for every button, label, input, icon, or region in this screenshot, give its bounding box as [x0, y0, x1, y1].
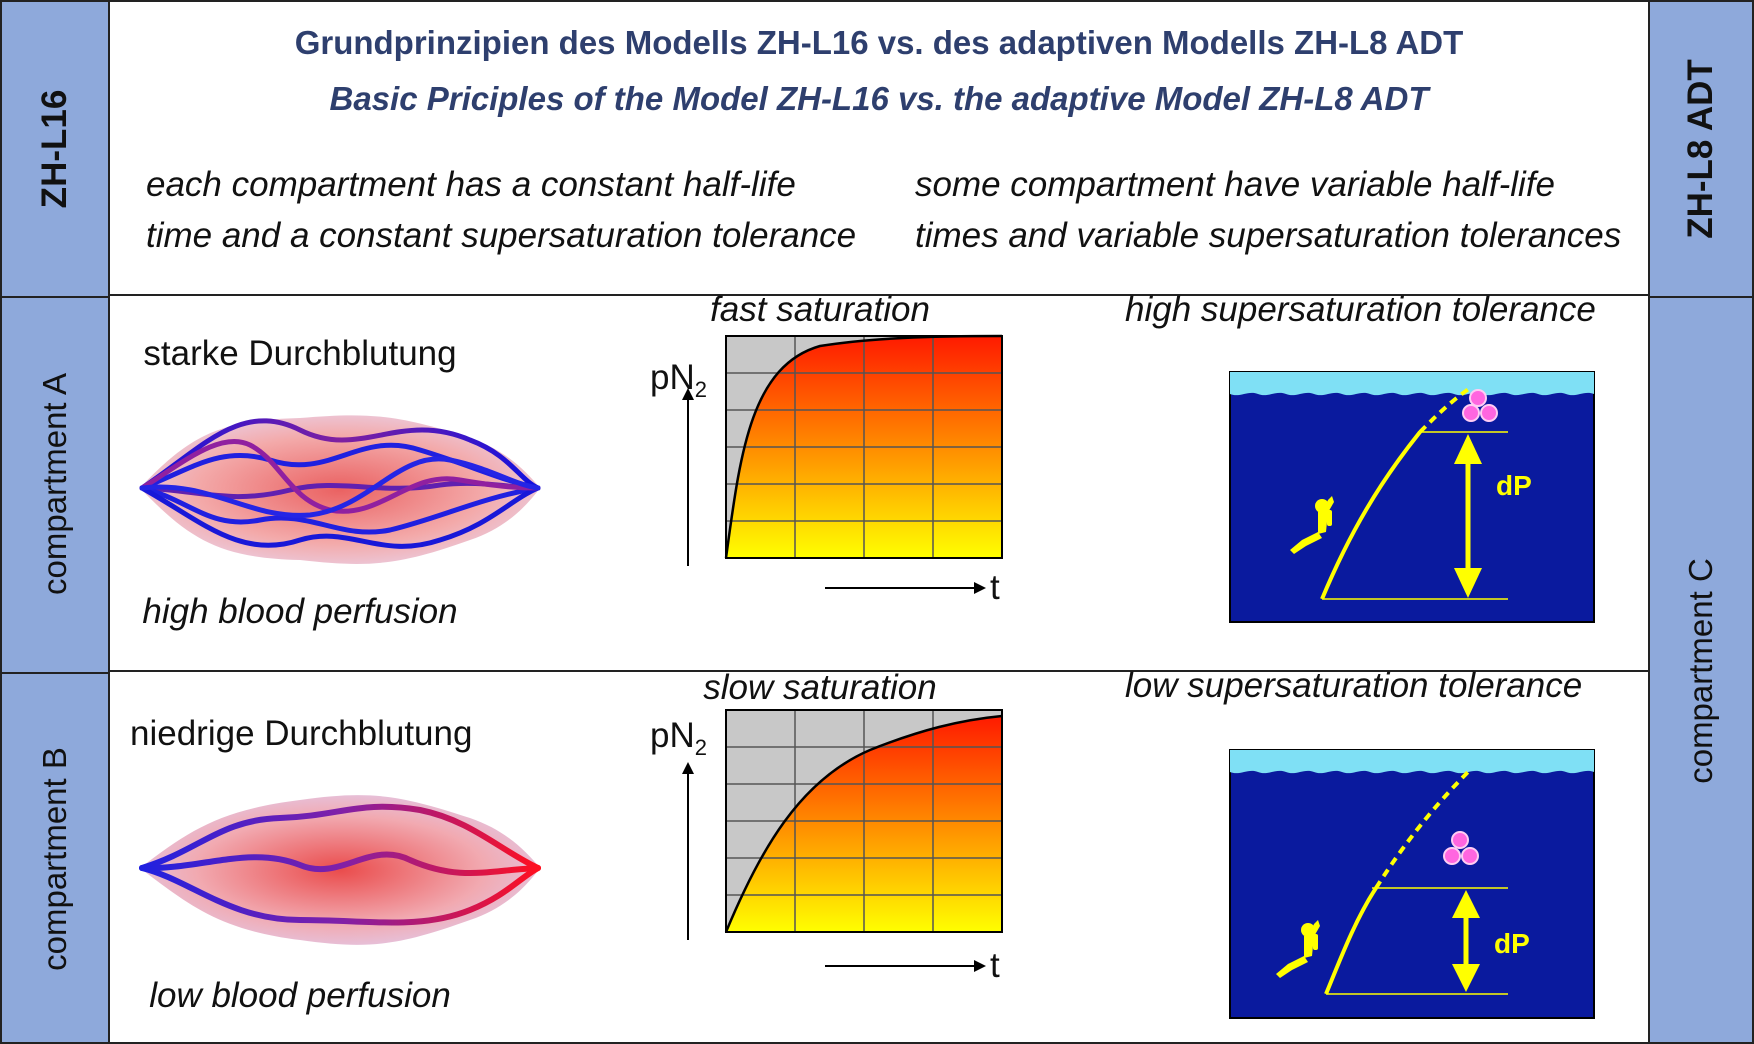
row-compartment-b: niedrige Durchblutung low blood perfusio… [108, 666, 1650, 1044]
blood-vessel [139, 803, 541, 871]
tissue-illustration-a [139, 415, 541, 564]
water-surface-b [1230, 750, 1594, 774]
tissue-illustration-b [139, 795, 541, 945]
left-band-compartment-a-cell: compartment A [2, 296, 108, 674]
blood-vessel [139, 851, 541, 876]
dp-arrowhead-up-a [1454, 434, 1482, 464]
chart-grid-b [726, 710, 1002, 932]
blood-vessel [139, 485, 541, 535]
left-band-model-cell: ZH-L16 [2, 2, 108, 298]
dp-arrowhead-down-b [1452, 964, 1480, 992]
perfusion-title-b: niedrige Durchblutung [130, 714, 473, 753]
saturation-title-b: slow saturation [703, 668, 937, 707]
zh-l16-description-line1: each compartment has a constant half-lif… [146, 165, 796, 204]
perfusion-title-a: starke Durchblutung [143, 334, 457, 373]
title-english: Basic Priciples of the Model ZH-L16 vs. … [329, 80, 1429, 117]
saturation-curve-b [724, 714, 1003, 933]
row-compartment-a: starke Durchblutung high blood perfusion [108, 290, 1650, 672]
zh-l16-description-line2: time and a constant supersaturation tole… [146, 216, 857, 255]
tolerance-title-b: low supersaturation tolerance [1125, 666, 1583, 705]
chart-frame-a [725, 335, 1003, 559]
perfusion-subtitle-a: high blood perfusion [142, 592, 458, 631]
y-axis-arrowhead-b [682, 762, 694, 774]
ascent-path-a [1320, 430, 1422, 600]
ascent-path-dashed-a [1418, 386, 1472, 434]
tolerance-title-a: high supersaturation tolerance [1125, 290, 1596, 329]
water-background-b [1229, 749, 1595, 1019]
chart-grid-a [726, 336, 1002, 558]
saturation-chart-a [682, 334, 1003, 594]
diver-ascent-illustration-a [1229, 371, 1595, 623]
model-label-zh-l8-adt: ZH-L8 ADT [1681, 59, 1720, 239]
zh-l8-description: some compartment have variable half-life… [915, 159, 1621, 261]
blood-vessel [139, 418, 541, 491]
x-axis-arrowhead-a [974, 582, 986, 594]
left-band: ZH-L16 compartment A compartment B [0, 0, 110, 1044]
title-german: Grundprinzipien des Modells ZH-L16 vs. d… [294, 24, 1464, 61]
diver-icon-a [1290, 496, 1334, 554]
chart-frame-b [725, 709, 1003, 933]
x-axis-label-b: t [990, 946, 1000, 985]
zh-l8-description-line1: some compartment have variable half-life [915, 165, 1556, 204]
zh-l16-description: each compartment has a constant half-lif… [146, 159, 856, 261]
compartment-c-label: compartment C [1682, 558, 1719, 784]
dp-arrowhead-up-b [1452, 890, 1480, 918]
dp-label-a: dP [1496, 470, 1532, 501]
y-axis-subscript-a: 2 [694, 377, 707, 402]
right-band-model-cell: ZH-L8 ADT [1650, 2, 1752, 298]
y-axis-text-b: pN [650, 716, 695, 755]
saturation-chart-b [682, 709, 1003, 972]
x-axis-arrowhead-b [974, 960, 986, 972]
diver-ascent-illustration-b [1229, 749, 1595, 1019]
compartment-b-label: compartment B [36, 747, 73, 971]
blood-vessel [139, 456, 541, 518]
right-band: ZH-L8 ADT compartment C [1648, 0, 1754, 1044]
y-axis-label-b: pN2 [650, 716, 707, 761]
blood-vessel [139, 865, 541, 926]
bubble [1469, 389, 1487, 407]
y-axis-subscript-b: 2 [694, 735, 707, 760]
perfusion-subtitle-b: low blood perfusion [149, 976, 451, 1015]
right-band-compartment-c-cell: compartment C [1650, 296, 1752, 1042]
saturation-title-a: fast saturation [710, 290, 930, 329]
bubble [1451, 831, 1469, 849]
compartment-a-label: compartment A [36, 373, 73, 595]
bubble [1443, 847, 1461, 865]
ascent-path-b [1324, 886, 1378, 995]
water-background-a [1229, 371, 1595, 623]
diver-icon-b [1276, 920, 1320, 978]
zh-l8-description-line2: times and variable supersaturation toler… [915, 216, 1622, 255]
y-axis-arrowhead-a [682, 388, 694, 400]
dp-label-b: dP [1494, 928, 1530, 959]
x-axis-label-a: t [990, 568, 1000, 607]
header-panel: Grundprinzipien des Modells ZH-L16 vs. d… [108, 0, 1650, 296]
bubble [1461, 847, 1479, 865]
left-band-compartment-b-cell: compartment B [2, 672, 108, 1042]
bubble [1480, 404, 1498, 422]
blood-vessel [139, 485, 541, 549]
tissue-body-a [140, 415, 540, 564]
ascent-path-dashed-b [1374, 768, 1472, 890]
water-surface-a [1230, 372, 1594, 396]
dp-arrowhead-down-a [1454, 568, 1482, 598]
bubble [1462, 404, 1480, 422]
model-label-zh-l16: ZH-L16 [35, 89, 74, 209]
